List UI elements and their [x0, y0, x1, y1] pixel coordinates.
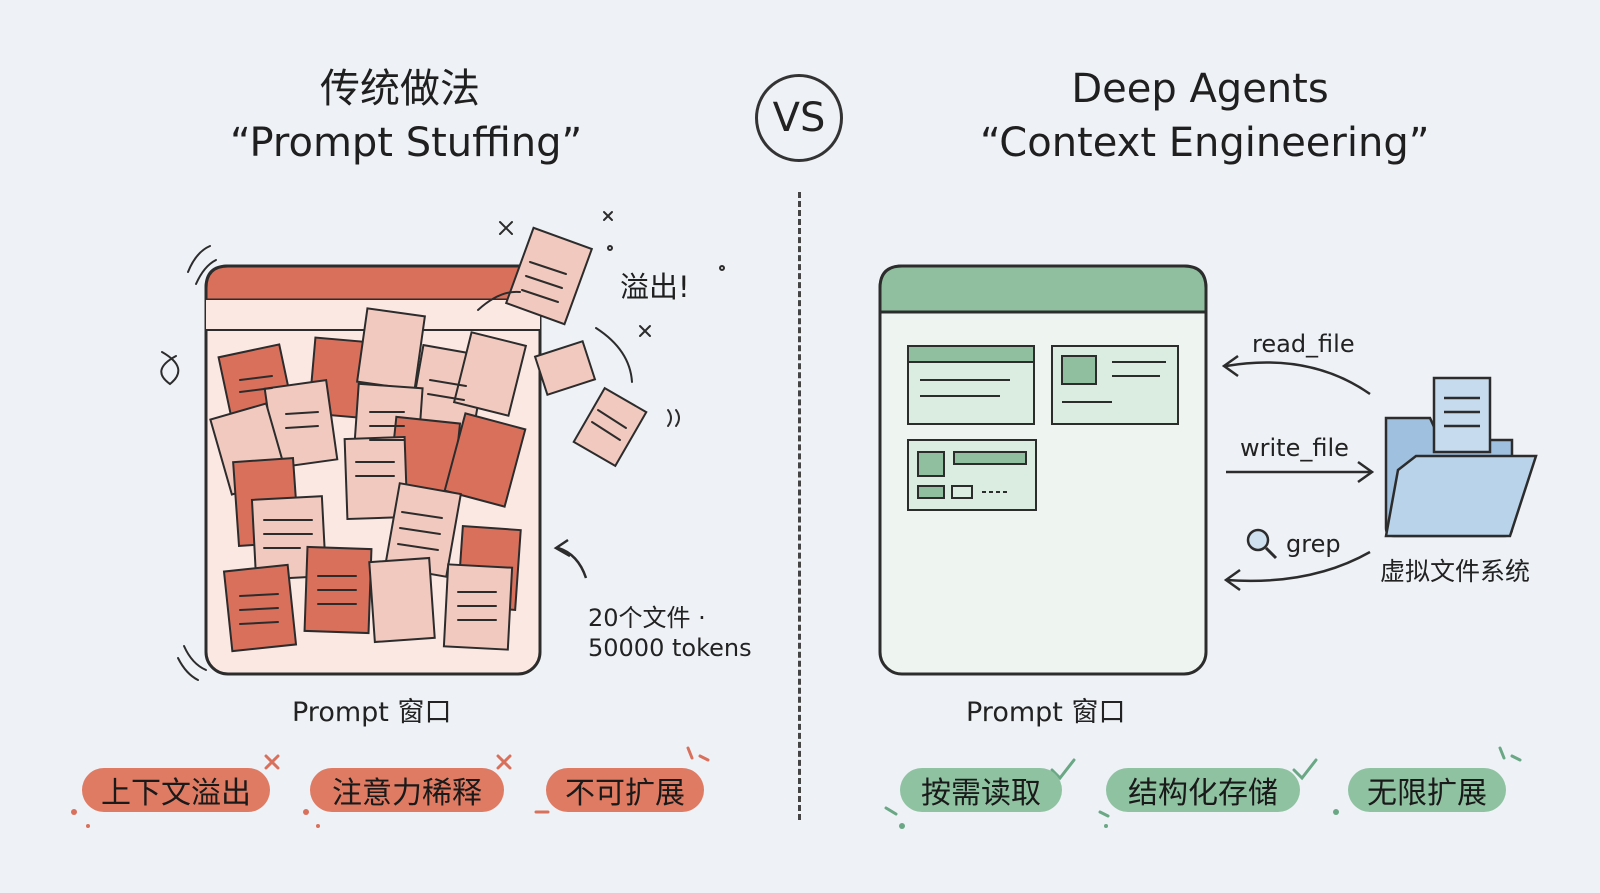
file-count-label: 20个文件 · [588, 604, 706, 632]
op-write-file: write_file [1240, 434, 1349, 462]
con-not-scalable: 不可扩展 [546, 768, 704, 812]
search-icon [1246, 528, 1278, 560]
vs-label: VS [772, 95, 826, 141]
overflow-label: 溢出! [620, 270, 690, 304]
pro-structured-storage: 结构化存储 [1106, 768, 1300, 812]
con-context-overflow: 上下文溢出 [82, 768, 270, 812]
op-read-file: read_file [1252, 330, 1355, 358]
right-title-line2: “Context Engineering” [980, 120, 1430, 166]
right-title-line1: Deep Agents [1071, 66, 1329, 112]
right-window-label: Prompt 窗口 [966, 697, 1126, 728]
right-title: Deep Agents “Context Engineering” [980, 62, 1430, 170]
left-window-label: Prompt 窗口 [292, 697, 452, 728]
operation-arrows [1221, 354, 1375, 592]
virtual-fs-label: 虚拟文件系统 [1380, 557, 1531, 586]
con-attention-dilution: 注意力稀释 [310, 768, 504, 812]
pro-unlimited-scale: 无限扩展 [1348, 768, 1506, 812]
stuffed-prompt-window [160, 211, 725, 681]
left-title-line2: “Prompt Stuffing” [230, 120, 583, 166]
folder-icon [1384, 376, 1538, 538]
op-grep: grep [1286, 530, 1341, 558]
left-title-line1: 传统做法 [320, 66, 480, 112]
token-count-label: 50000 tokens [588, 634, 752, 662]
center-divider [798, 192, 801, 820]
vs-badge: VS [755, 74, 843, 162]
left-title: 传统做法 “Prompt Stuffing” [230, 62, 583, 170]
pro-on-demand-read: 按需读取 [900, 768, 1062, 812]
engineered-prompt-window [878, 264, 1208, 676]
